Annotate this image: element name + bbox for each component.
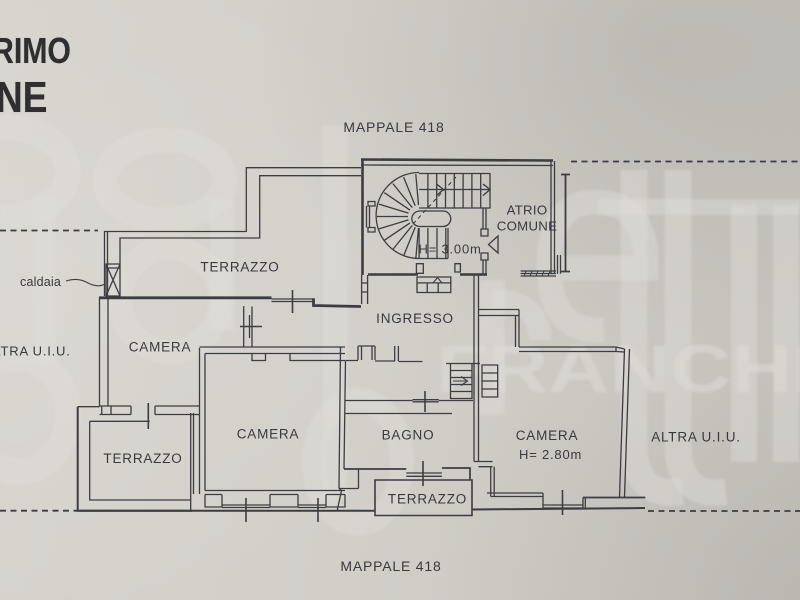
svg-text:MAPPALE 418: MAPPALE 418: [340, 558, 441, 574]
svg-text:H= 2.80m: H= 2.80m: [519, 447, 582, 462]
svg-text:INGRESSO: INGRESSO: [376, 311, 454, 326]
svg-text:COMUNE: COMUNE: [497, 219, 557, 234]
svg-text:ALTRA U.I.U.: ALTRA U.I.U.: [651, 430, 741, 445]
svg-text:CAMERA: CAMERA: [237, 427, 300, 442]
svg-text:TERRAZZO: TERRAZZO: [388, 492, 467, 507]
svg-text:ATRIO: ATRIO: [507, 203, 548, 218]
svg-text:H= 3.00m: H= 3.00m: [419, 242, 482, 257]
svg-text:CAMERA: CAMERA: [129, 340, 192, 355]
svg-text:FRANCHISIN: FRANCHISIN: [436, 331, 800, 407]
svg-text:CAMERA: CAMERA: [516, 428, 579, 443]
svg-text:TERRAZZO: TERRAZZO: [200, 260, 279, 275]
svg-text:BAGNO: BAGNO: [382, 428, 435, 443]
svg-text:TERRAZZO: TERRAZZO: [103, 451, 182, 466]
svg-text:ALTRA U.I.U.: ALTRA U.I.U.: [0, 344, 71, 359]
svg-text:MAPPALE 418: MAPPALE 418: [343, 119, 444, 135]
svg-text:caldaia: caldaia: [20, 275, 61, 289]
